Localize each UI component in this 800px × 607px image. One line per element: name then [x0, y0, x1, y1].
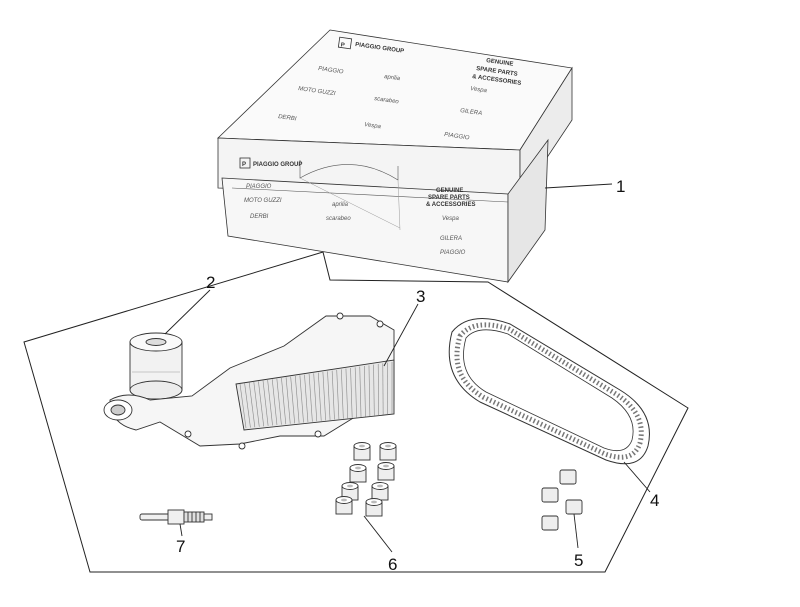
- side-title-line1: GENUINE: [436, 188, 463, 194]
- side-logo-derbi: DERBI: [250, 214, 269, 220]
- variator-sliders: [542, 470, 582, 530]
- drive-belt: [449, 319, 649, 464]
- side-title-line3: & ACCESSORIES: [426, 202, 475, 208]
- leader-4: [624, 462, 650, 492]
- callout-2: 2: [206, 273, 215, 292]
- side-logo-gilera: GILERA: [440, 236, 462, 242]
- callout-4: 4: [650, 491, 659, 510]
- svg-text:P: P: [242, 162, 246, 168]
- callout-5: 5: [574, 551, 583, 570]
- side-logo-piaggio-2: PIAGGIO: [440, 250, 466, 256]
- leader-2: [165, 290, 210, 334]
- roller-1: [354, 443, 370, 461]
- roller-6: [372, 483, 388, 501]
- callout-1: 1: [616, 177, 625, 196]
- roller-7: [336, 497, 352, 515]
- leader-5: [574, 514, 578, 548]
- roller-4: [378, 463, 394, 481]
- oil-filter: [130, 333, 182, 399]
- callout-3: 3: [416, 287, 425, 306]
- variator-rollers: [336, 443, 396, 517]
- side-title-line2: SPARE PARTS: [428, 195, 470, 201]
- leader-6: [364, 516, 392, 552]
- roller-3: [350, 465, 366, 483]
- side-logo-piaggio: PIAGGIO: [246, 184, 272, 190]
- spark-plug: [140, 510, 212, 524]
- slider-1: [560, 470, 576, 484]
- side-logo-vespa: Vespa: [442, 216, 459, 222]
- side-brand-text: PIAGGIO GROUP: [253, 162, 302, 168]
- svg-text:P: P: [340, 42, 345, 49]
- box-body-front: [222, 178, 508, 282]
- service-kit-box: [218, 30, 572, 282]
- side-logo-motoguzzi: MOTO GUZZI: [244, 198, 282, 204]
- callout-6: 6: [388, 555, 397, 574]
- roller-2: [380, 443, 396, 461]
- side-logo-scarabeo: scarabeo: [326, 216, 351, 222]
- leader-7: [180, 524, 182, 536]
- slider-3: [566, 500, 582, 514]
- leader-1: [545, 184, 612, 188]
- callout-7: 7: [176, 537, 185, 556]
- slider-4: [542, 516, 558, 530]
- roller-8: [366, 499, 382, 517]
- side-logo-aprilia: aprilia: [332, 202, 349, 208]
- slider-2: [542, 488, 558, 502]
